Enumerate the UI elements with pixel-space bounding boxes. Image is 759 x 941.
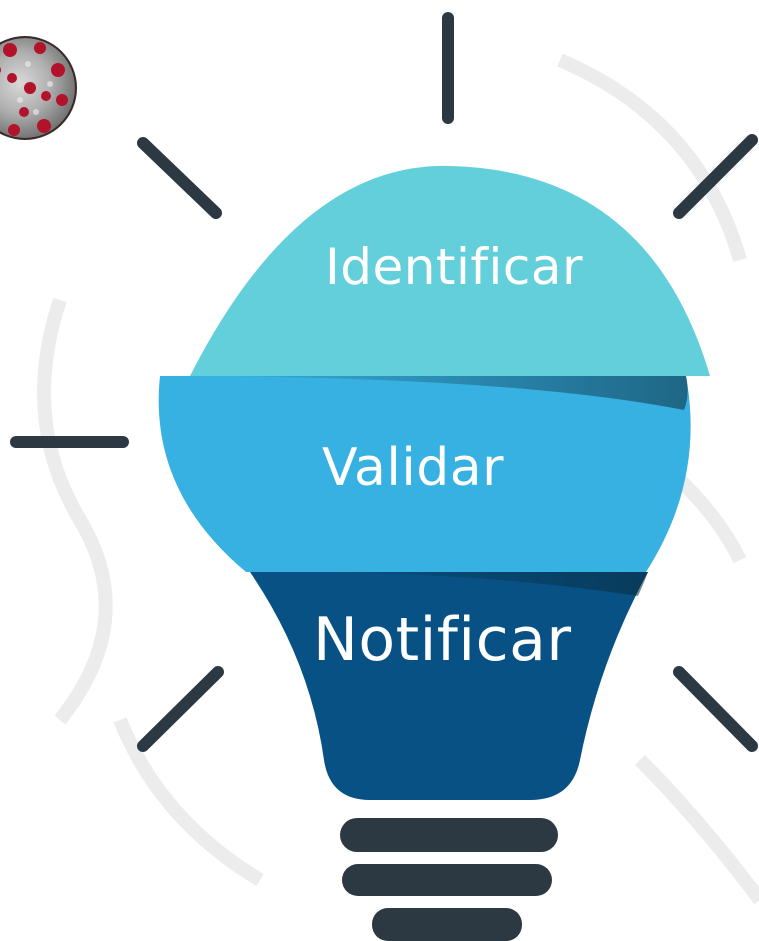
segment-label-identificar: Identificar <box>325 238 584 296</box>
ray-lower-left <box>137 666 224 752</box>
light-rays <box>10 12 758 752</box>
segment-validar-shadow <box>200 376 688 410</box>
ray-upper-left <box>137 137 222 219</box>
segment-identificar-shape <box>190 165 710 376</box>
segment-label-validar: Validar <box>322 438 505 498</box>
segment-validar-shape <box>158 376 691 572</box>
segment-label-notificar: Notificar <box>313 605 572 675</box>
base-bar-2 <box>342 864 552 896</box>
base-bar-3 <box>372 908 522 941</box>
segment-notificar-shape <box>250 572 648 800</box>
coronavirus-icon <box>0 36 77 140</box>
ray-lower-right <box>673 666 758 752</box>
bulb-base <box>340 818 558 941</box>
base-bar-1 <box>340 818 558 852</box>
segment-notificar-shadow <box>290 572 648 596</box>
ray-upper-right <box>673 134 758 219</box>
